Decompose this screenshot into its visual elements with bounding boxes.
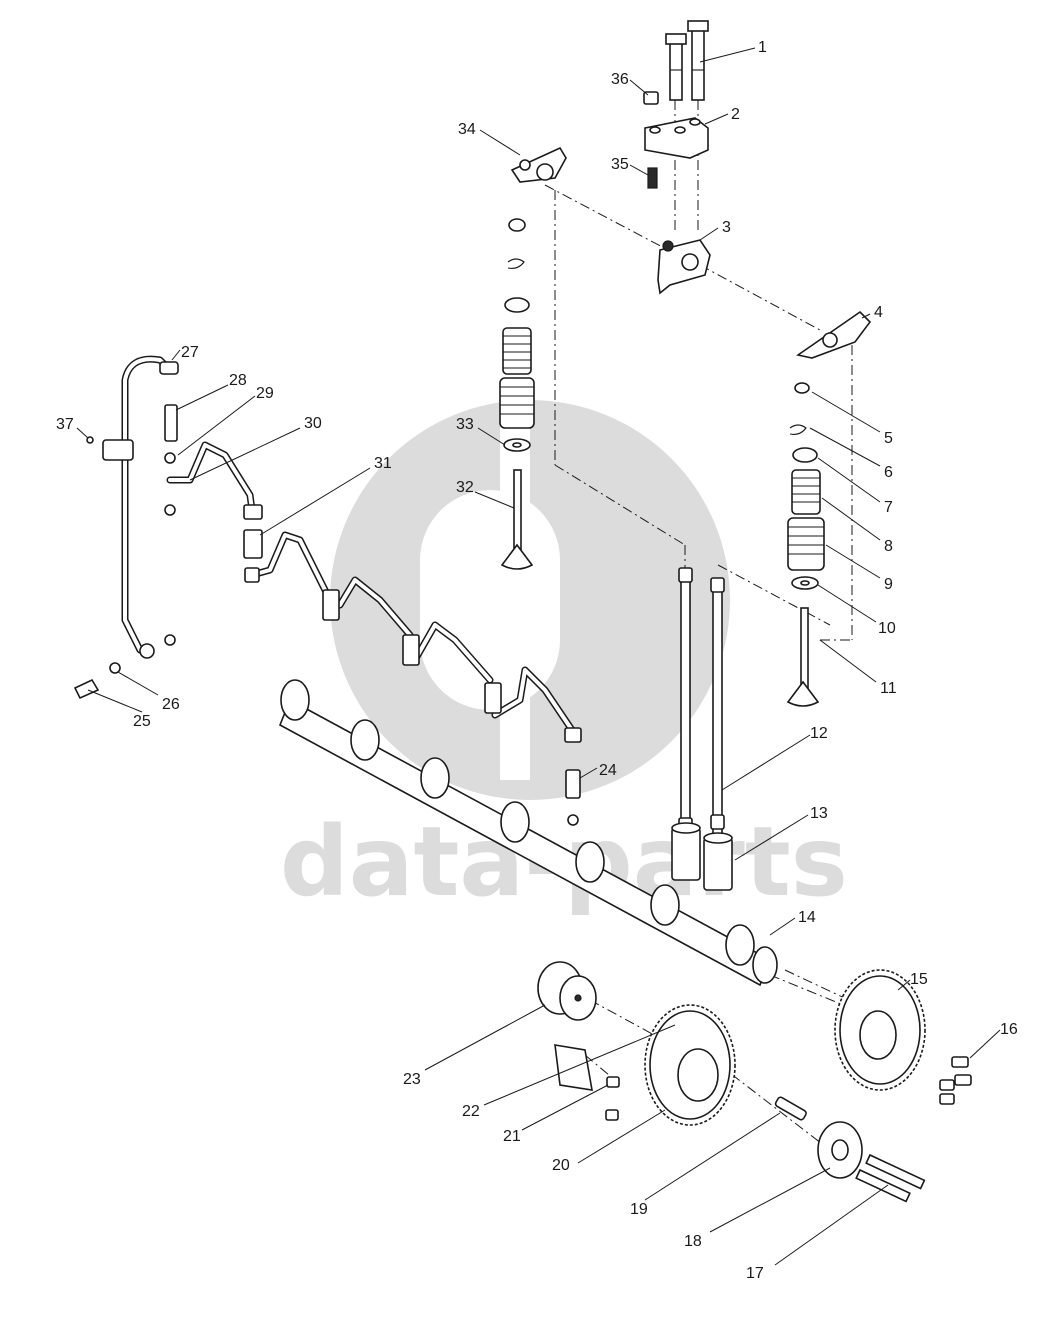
callout-6: 6 <box>884 464 893 481</box>
callout-20: 20 <box>552 1157 570 1174</box>
callout-8: 8 <box>884 538 893 555</box>
rocker-arm-left <box>510 146 567 183</box>
flange-washer <box>817 1121 863 1179</box>
camshaft <box>278 679 778 987</box>
tappets <box>671 822 733 891</box>
callout-7: 7 <box>884 499 893 516</box>
callout-31: 31 <box>374 455 392 472</box>
idler-hub <box>537 961 597 1021</box>
right-valve-assembly <box>786 382 825 707</box>
callout-1: 1 <box>758 39 767 56</box>
callout-5: 5 <box>884 430 893 447</box>
rocker-bracket-upper <box>644 117 709 159</box>
callout-34: 34 <box>458 121 476 138</box>
callout-labels: 1 2 3 4 5 6 7 8 9 10 11 12 13 14 15 16 1… <box>56 39 1018 1282</box>
callout-13: 13 <box>810 805 828 822</box>
stud <box>647 167 658 189</box>
injector-pipes <box>164 404 582 826</box>
callout-17: 17 <box>746 1265 764 1282</box>
callout-18: 18 <box>684 1233 702 1250</box>
watermark: data-parts <box>280 400 848 918</box>
callout-21: 21 <box>503 1128 521 1145</box>
callout-37: 37 <box>56 416 74 433</box>
rocker-bracket-bolts <box>665 20 709 101</box>
leader-lines <box>76 47 1001 1266</box>
callout-24: 24 <box>599 762 617 779</box>
left-valve-assembly <box>499 218 535 570</box>
rocker-support <box>657 239 711 295</box>
fuel-return-pipe <box>102 355 179 659</box>
rocker-arm-right <box>796 310 872 359</box>
gear-bolts-short <box>939 1056 972 1105</box>
idler-gear <box>644 1004 736 1126</box>
callout-3: 3 <box>722 219 731 236</box>
banjo-bolt <box>73 436 121 700</box>
callout-12: 12 <box>810 725 828 742</box>
callout-25: 25 <box>133 713 151 730</box>
callout-30: 30 <box>304 415 322 432</box>
callout-4: 4 <box>874 304 883 321</box>
callout-27: 27 <box>181 344 199 361</box>
shaft-pin <box>774 1096 807 1121</box>
callout-19: 19 <box>630 1201 648 1218</box>
callout-35: 35 <box>611 156 629 173</box>
gear-bolts-long <box>855 1153 926 1203</box>
camshaft-gear <box>834 969 926 1091</box>
callout-29: 29 <box>256 385 274 402</box>
callout-32: 32 <box>456 479 474 496</box>
callout-10: 10 <box>878 620 896 637</box>
callout-9: 9 <box>884 576 893 593</box>
callout-2: 2 <box>731 106 740 123</box>
callout-23: 23 <box>403 1071 421 1088</box>
callout-11: 11 <box>880 680 897 697</box>
callout-26: 26 <box>162 696 180 713</box>
callout-16: 16 <box>1000 1021 1018 1038</box>
callout-36: 36 <box>611 71 629 88</box>
callout-33: 33 <box>456 416 474 433</box>
callout-14: 14 <box>798 909 816 926</box>
callout-22: 22 <box>462 1103 480 1120</box>
callout-28: 28 <box>229 372 247 389</box>
callout-15: 15 <box>910 971 928 988</box>
